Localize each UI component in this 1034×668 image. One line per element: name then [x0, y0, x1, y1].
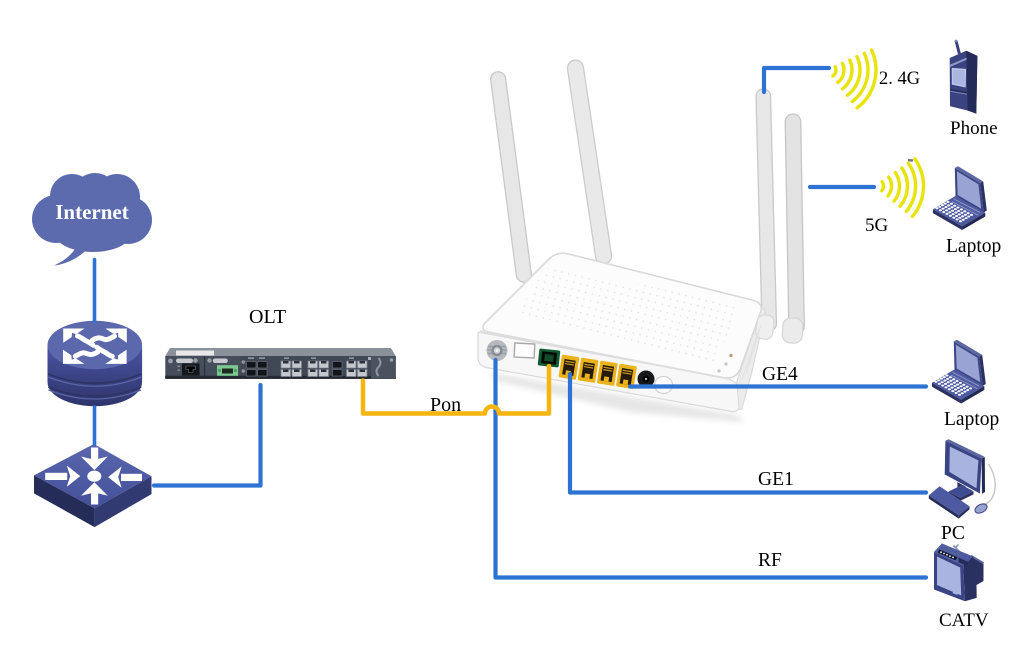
svg-text:GE4: GE4: [762, 364, 798, 385]
svg-text:PC: PC: [941, 523, 965, 544]
svg-text:OLT: OLT: [249, 306, 286, 328]
svg-text:GE1: GE1: [758, 469, 794, 490]
svg-text:RF: RF: [758, 550, 782, 571]
svg-text:CATV: CATV: [939, 610, 989, 631]
svg-text:Phone: Phone: [950, 118, 998, 139]
svg-text:Pon: Pon: [430, 394, 461, 416]
svg-text:Internet: Internet: [55, 200, 128, 224]
svg-text:2. 4G: 2. 4G: [879, 69, 920, 89]
svg-text:5G: 5G: [865, 215, 889, 236]
svg-text:Laptop: Laptop: [944, 409, 999, 430]
svg-text:Laptop: Laptop: [946, 236, 1001, 257]
